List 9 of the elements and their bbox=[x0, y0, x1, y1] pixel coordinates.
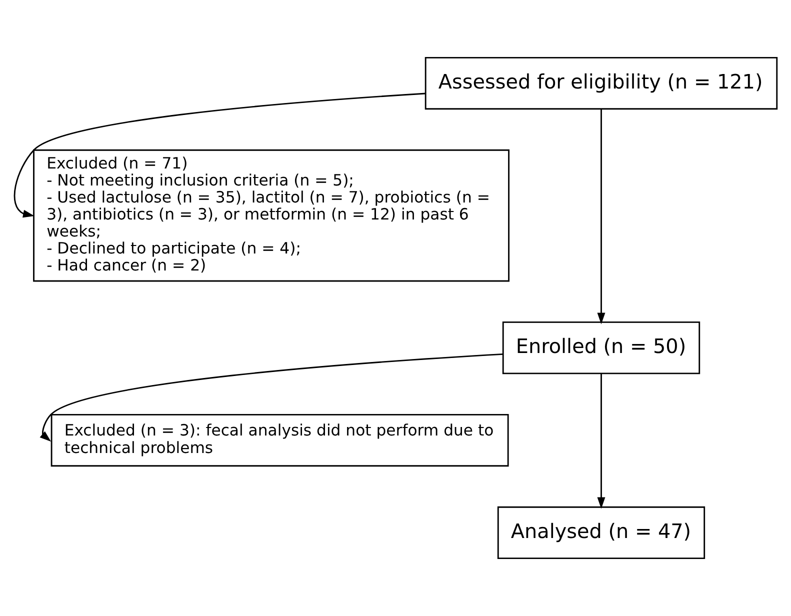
arrow bbox=[14, 92, 426, 218]
arrow bbox=[597, 109, 606, 324]
node-box: Assessed for eligibility (n = 121) bbox=[424, 56, 778, 110]
arrow bbox=[597, 374, 606, 509]
arrow bbox=[40, 353, 503, 442]
node-box: Analysed (n = 47) bbox=[497, 506, 706, 560]
node-box: Excluded (n = 71) - Not meeting inclusion criteria (n = 5); - Used lactulose (n = 35), lactitol (n = 7), probiotics (n = 3), antibiotics (n = 3), or metformin (n = 12) in past 6 weeks; - Declined to participate (n = 4); - Had cancer (n = 2) bbox=[33, 149, 510, 282]
node-box: Enrolled (n = 50) bbox=[502, 322, 700, 374]
node-box: Excluded (n = 3): fecal analysis did not perform due to technical problems bbox=[50, 414, 509, 467]
